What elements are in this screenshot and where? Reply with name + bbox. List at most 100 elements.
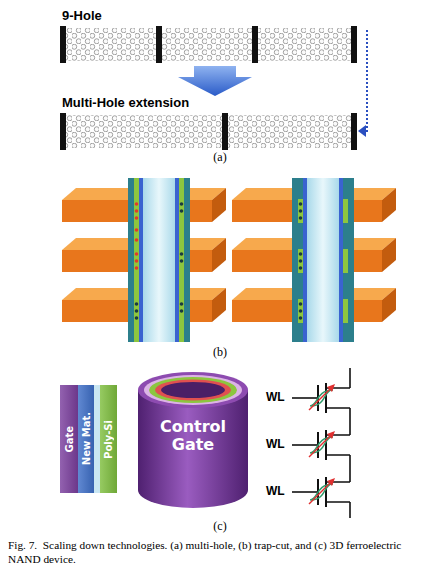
panel-label: (c) (200, 519, 240, 534)
charge-dot (180, 202, 184, 206)
word-line-label: WL (266, 437, 285, 451)
section-label: 9-Hole (62, 8, 102, 23)
charge-dot (299, 302, 303, 306)
cut-trap-layer (298, 299, 303, 323)
arrow-head (358, 125, 366, 137)
word-line-label: WL (266, 390, 285, 404)
charge-dot (135, 228, 139, 232)
ring-layer (149, 377, 237, 403)
tunnel-layer (175, 178, 179, 342)
string-wire (349, 368, 351, 388)
channel-core (143, 178, 175, 342)
gate-band: Gate (60, 385, 78, 493)
slit-bar (156, 26, 162, 63)
panel-label: (a) (200, 150, 240, 165)
nand-string (292, 368, 350, 518)
charge-dot (180, 259, 184, 263)
slit-bar (351, 113, 357, 150)
cut-trap-layer (343, 199, 348, 223)
tunnel-layer (339, 178, 343, 342)
hole-pattern (60, 28, 357, 61)
ring-core (161, 382, 225, 398)
control-gate-cylinder: Control Gate (138, 372, 248, 508)
polarization-arrow (309, 481, 332, 504)
gate-label: Control Gate (150, 418, 236, 455)
panel-label: (b) (200, 345, 240, 360)
charge-dot (135, 302, 139, 306)
ferroelectric-symbols (309, 384, 335, 504)
slit-bar (60, 26, 66, 63)
channel-cylinder-right (292, 178, 354, 342)
word-line-wire (292, 397, 318, 399)
string-wire (349, 502, 351, 518)
plate-side (382, 238, 396, 272)
slit-bar (252, 26, 258, 63)
tunnel-layer (303, 178, 307, 342)
trap-layer (134, 178, 139, 342)
arrow-head (327, 431, 335, 439)
polarization-arrow (309, 434, 332, 457)
hole-array-multi (60, 113, 357, 150)
plate-side (382, 188, 396, 222)
band-label: Gate (64, 426, 75, 453)
charge-dot (299, 316, 303, 320)
cut-trap-layer (298, 249, 303, 273)
charge-dot (299, 259, 303, 263)
cut-trap-layer (343, 249, 348, 273)
cut-trap-layer (298, 199, 303, 223)
arrow-head (327, 384, 335, 392)
charge-dot (180, 209, 184, 213)
tunnel-layer (139, 178, 143, 342)
outer-layer (128, 178, 190, 342)
dotted-leader (364, 30, 367, 131)
charge-dot (180, 302, 184, 306)
arrow-head (327, 478, 335, 486)
slit-bar (60, 113, 66, 150)
hole-array-9 (60, 26, 357, 63)
material-band: New Mat. (78, 385, 94, 493)
charge-dot (299, 202, 303, 206)
charge-dot (135, 316, 139, 320)
plate-side (212, 238, 226, 272)
word-line-wire (292, 491, 318, 493)
string-wire (349, 455, 351, 482)
channel-core (307, 178, 339, 342)
cut-trap-layer (343, 299, 348, 323)
band-label: Poly-Si (103, 420, 114, 459)
plate-side (382, 288, 396, 322)
charge-dot (299, 266, 303, 270)
plate-side (212, 288, 226, 322)
stored-charge (299, 202, 303, 320)
slit-bar (351, 26, 357, 63)
charge-dot (135, 266, 139, 270)
charge-dot (299, 309, 303, 313)
charge-dot (299, 209, 303, 213)
word-line-wire (292, 444, 318, 446)
charge-dot (135, 202, 139, 206)
polarization-arrow (309, 387, 332, 410)
ring-layer (144, 375, 242, 405)
trapped-charge (135, 202, 139, 270)
charge-dot (135, 216, 139, 220)
charge-dot (135, 309, 139, 313)
word-line-label: WL (266, 484, 285, 498)
charge-dot (135, 259, 139, 263)
charge-dot (180, 252, 184, 256)
down-arrow (178, 66, 252, 96)
ring-layer (155, 380, 231, 401)
figure-caption: Fig. 7. Scaling down technologies. (a) m… (8, 538, 436, 566)
stored-charge (135, 202, 184, 320)
charge-dot (135, 209, 139, 213)
band-label: New Mat. (81, 412, 92, 465)
plate-side (212, 188, 226, 222)
section-label: Multi-Hole extension (62, 95, 189, 110)
outer-layer (292, 178, 354, 342)
charge-dot (135, 252, 139, 256)
trap-layer (179, 178, 184, 342)
poly-si-band: Poly-Si (100, 385, 117, 493)
charge-dot (299, 252, 303, 256)
charge-dot (299, 216, 303, 220)
charge-dot (135, 238, 139, 242)
charge-dot (180, 309, 184, 313)
slit-bar (222, 113, 228, 150)
